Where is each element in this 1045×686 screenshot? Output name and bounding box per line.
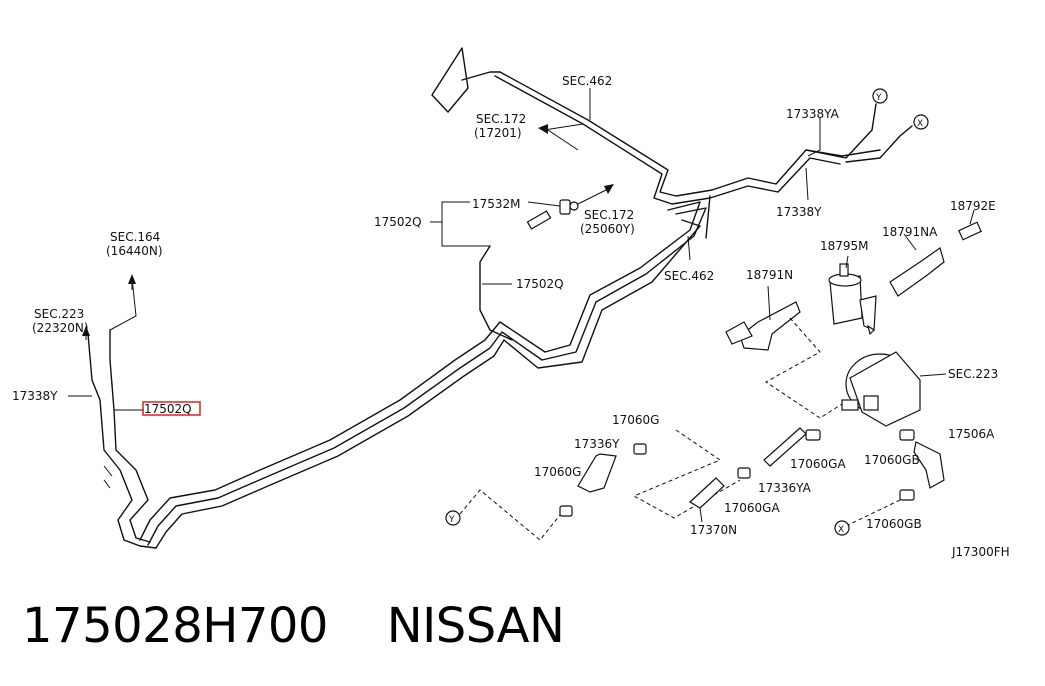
- diagram-id-code: J17300FH: [951, 545, 1010, 559]
- label-17060G-b: 17060G: [534, 465, 581, 479]
- svg-text:X: X: [838, 525, 844, 535]
- label-17336YA: 17336YA: [758, 481, 812, 495]
- label-sec164-title: SEC.164: [110, 230, 160, 244]
- label-17060GA-b: 17060GA: [724, 501, 780, 515]
- label-sec223-right: SEC.223: [948, 367, 998, 381]
- label-17506A: 17506A: [948, 427, 995, 441]
- small-connectors: [526, 199, 579, 230]
- hose-18791NA: [889, 233, 945, 297]
- label-17336Y: 17336Y: [574, 437, 620, 451]
- canister-group: [828, 255, 877, 336]
- ref-marker-x-bottom: X: [834, 520, 850, 536]
- label-17338Y-right: 17338Y: [776, 205, 822, 219]
- label-18791N: 18791N: [746, 268, 793, 282]
- highlight-box-17502Q: [142, 401, 201, 416]
- label-17532M: 17532M: [472, 197, 521, 211]
- hose-18791N: [725, 285, 801, 351]
- label-17060GB-b: 17060GB: [866, 517, 922, 531]
- label-17370N: 17370N: [690, 523, 737, 537]
- label-17502Q-mid: 17502Q: [516, 277, 564, 291]
- svg-text:Y: Y: [875, 93, 882, 103]
- label-sec164-sub: (16440N): [106, 244, 163, 258]
- label-18791NA: 18791NA: [882, 225, 938, 239]
- label-sec223-left-title: SEC.223: [34, 307, 84, 321]
- canister-sec223: [841, 351, 921, 427]
- label-sec462-bottom: SEC.462: [664, 269, 714, 283]
- leader-lines: [68, 88, 947, 411]
- label-17502Q-highlight: 17502Q: [144, 402, 192, 416]
- dashed-guides: [459, 317, 901, 541]
- footer-caption: 175028H700 NISSAN: [22, 598, 565, 658]
- right-tube-group: [805, 103, 913, 163]
- ref-marker-y-left: Y: [445, 510, 461, 526]
- label-17060GA-a: 17060GA: [790, 457, 846, 471]
- tube-end-bracket-link: [461, 71, 501, 81]
- label-18795M: 18795M: [820, 239, 869, 253]
- callout-arrows: [82, 123, 614, 340]
- label-17060GB-a: 17060GB: [864, 453, 920, 467]
- label-17338YA: 17338YA: [786, 107, 840, 121]
- label-sec172-a-title: SEC.172: [476, 112, 526, 126]
- label-17338Y-left: 17338Y: [12, 389, 58, 403]
- brand-name: NISSAN: [386, 598, 565, 654]
- label-17060G-a: 17060G: [612, 413, 659, 427]
- valve-18792E: [958, 209, 982, 241]
- ref-marker-y-top: Y: [872, 88, 888, 104]
- svg-text:X: X: [917, 119, 923, 129]
- label-18792E: 18792E: [950, 199, 996, 213]
- label-sec172-b-title: SEC.172: [584, 208, 634, 222]
- main-tube-bundle: [139, 71, 881, 549]
- label-sec462-top: SEC.462: [562, 74, 612, 88]
- parts-diagram: Y X Y X SEC.462 SEC.172 (17201) 17338YA …: [12, 47, 1010, 559]
- svg-text:Y: Y: [448, 515, 455, 525]
- hoses-and-clamps: [559, 427, 945, 523]
- label-sec172-b-sub: (25060Y): [580, 222, 635, 236]
- tube-end-bracket: [431, 47, 469, 113]
- label-sec223-left-sub: (22320N): [32, 321, 89, 335]
- label-17502Q-left: 17502Q: [374, 215, 422, 229]
- part-number: 175028H700: [22, 598, 328, 654]
- ref-marker-x-top: X: [913, 114, 929, 130]
- label-sec172-a-sub: (17201): [474, 126, 522, 140]
